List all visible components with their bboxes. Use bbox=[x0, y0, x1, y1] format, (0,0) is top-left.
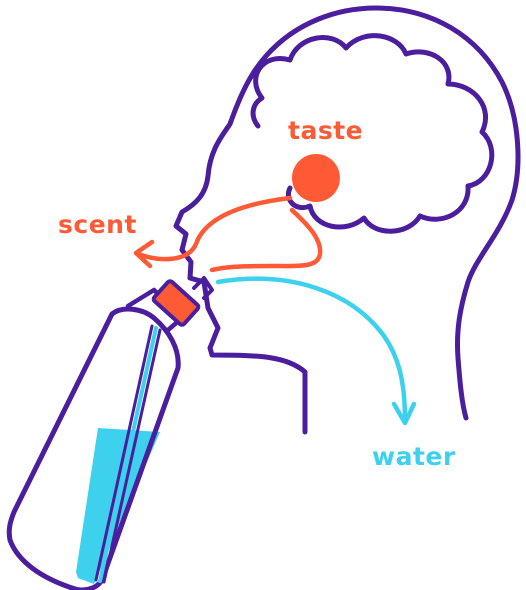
water-path-icon bbox=[218, 279, 405, 420]
head-profile-icon bbox=[176, 8, 518, 432]
water-label: water bbox=[372, 444, 456, 469]
taste-blob-icon bbox=[288, 150, 345, 207]
scent-path-icon bbox=[138, 198, 290, 259]
taste-label: taste bbox=[288, 118, 363, 143]
scent-label: scent bbox=[58, 212, 137, 237]
taste-path-icon bbox=[212, 210, 320, 270]
water-bottle-icon bbox=[9, 278, 212, 590]
